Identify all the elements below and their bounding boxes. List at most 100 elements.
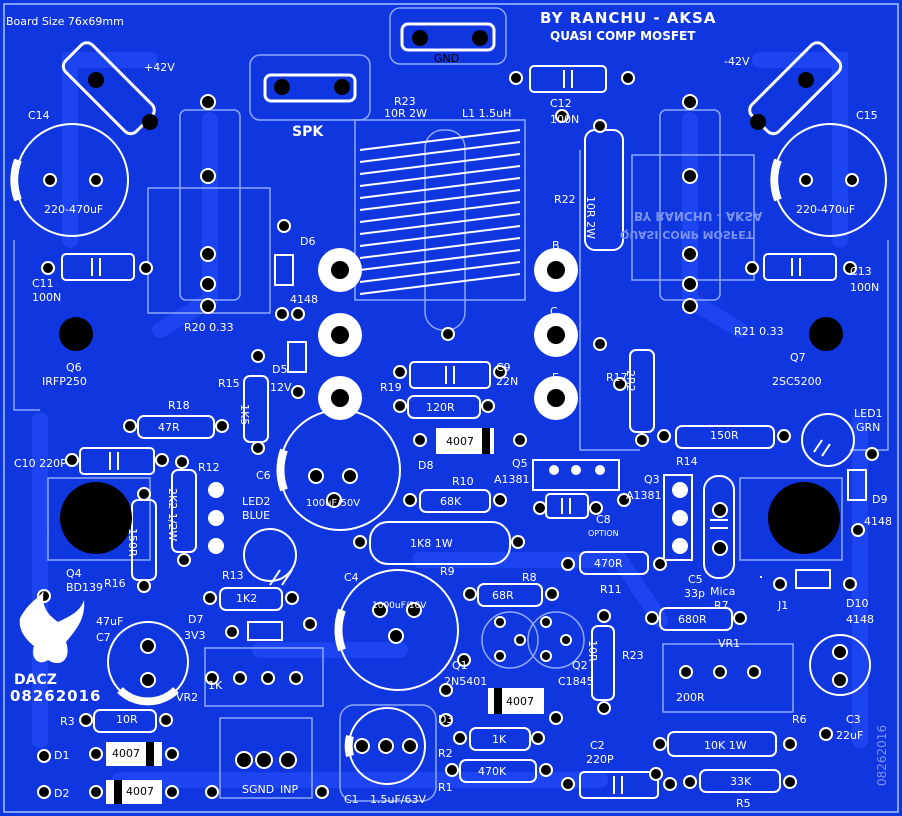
d8-label: D8	[418, 459, 434, 472]
r14-label: R14	[676, 455, 698, 468]
c7-value: 47uF	[96, 615, 124, 628]
mounting-holes	[59, 317, 843, 554]
c6-value: 100uF/50V	[306, 498, 361, 509]
pin-e-label: E	[552, 371, 559, 384]
silk-symbols	[91, 70, 831, 794]
d10-value: 4148	[846, 613, 874, 626]
c5-mica: Mica	[710, 585, 736, 598]
vr1-label: VR1	[718, 637, 741, 650]
r2-label: R2	[438, 747, 453, 760]
r5-label: R5	[736, 797, 751, 810]
r21-label: R21 0.33	[734, 325, 784, 338]
minus42-label: -42V	[724, 55, 750, 68]
c11-value: 100N	[32, 291, 62, 304]
r7-value: 680R	[678, 613, 707, 626]
d7-label: D7	[188, 613, 204, 626]
silk-outlines	[13, 7, 889, 802]
c12-value: 100N	[550, 113, 580, 126]
diodes	[106, 254, 867, 804]
c10-label: C10 220P	[14, 457, 67, 470]
q1-value: 2N5401	[444, 675, 488, 688]
c1-label: C1	[344, 793, 359, 806]
r23-value: 10R 2W	[384, 107, 428, 120]
d2-label: D2	[54, 787, 70, 800]
d6-value: 4148	[290, 293, 318, 306]
resistors	[93, 129, 781, 793]
c2-value: 220P	[586, 753, 614, 766]
c9-label: C9	[496, 361, 511, 374]
c8-label: C8	[596, 513, 611, 526]
mirrored-title: BY RANCHU - AKSA	[634, 209, 763, 223]
terminal-pads	[43, 30, 859, 187]
edge-date-code: 08262016	[875, 724, 889, 786]
r6-label: R6	[792, 713, 807, 726]
q6-value: IRFP250	[42, 375, 87, 388]
r17-value: 2R2	[624, 370, 637, 392]
c3-value: 22uF	[836, 729, 864, 742]
r9-label: R9	[440, 565, 455, 578]
q1-label: Q1	[452, 659, 468, 672]
r8-label: R8	[522, 571, 537, 584]
r9-value: 1K8 1W	[410, 537, 453, 550]
r13-label: R13	[222, 569, 244, 582]
logo-name: DACZ	[14, 672, 57, 688]
sgnd-label: SGND	[242, 783, 275, 796]
r10-value: 68K	[440, 495, 462, 508]
r14-value: 150R	[710, 429, 739, 442]
gnd-label: GND	[434, 52, 460, 65]
c6-label: C6	[256, 469, 271, 482]
board-subtitle: QUASI COMP MOSFET	[550, 29, 696, 43]
d3-value: 4007	[506, 695, 534, 708]
led2-label: LED2	[242, 495, 271, 508]
vr1-value: 200R	[676, 691, 705, 704]
c7-label: C7	[96, 631, 111, 644]
r12-label: R12	[198, 461, 220, 474]
inductor-coil	[359, 129, 521, 295]
film-capacitors	[61, 65, 837, 799]
c4-value: 1000uF/16V	[372, 601, 427, 611]
c5-value: 33p	[684, 587, 705, 600]
d1-value: 4007	[112, 747, 140, 760]
spk-label: SPK	[292, 124, 324, 140]
inp-label: INP	[280, 783, 299, 796]
vr2-label: VR2	[176, 691, 199, 704]
r22-value: 10R 2W	[584, 196, 597, 240]
r7-label: R7	[714, 599, 729, 612]
bull-logo	[19, 590, 85, 664]
c9-value: 22N	[496, 375, 519, 388]
d2-value: 4007	[126, 785, 154, 798]
r23-label: R23	[394, 95, 416, 108]
r1-label: R1	[438, 781, 453, 794]
r18-label: R18	[168, 399, 190, 412]
c13-value: 100N	[850, 281, 880, 294]
r13-value: 1K2	[236, 592, 258, 605]
c1-value: 1.5uF/63V	[370, 793, 427, 806]
q4-value: BD139	[66, 581, 104, 594]
led1-label: LED1	[854, 407, 883, 420]
r12-value: 2K2 1/2W	[166, 488, 179, 542]
r11-label: R11	[600, 583, 622, 596]
q6-label: Q6	[66, 361, 82, 374]
d9-value: 4148	[864, 515, 892, 528]
r8-value: 68R	[492, 589, 514, 602]
c2-label: C2	[590, 739, 605, 752]
c4-c6-bands	[760, 576, 762, 578]
c3-label: C3	[846, 713, 861, 726]
vr2-value: 1K	[208, 679, 223, 692]
d1-label: D1	[54, 749, 70, 762]
j1-label: J1	[778, 599, 789, 612]
r15-label: R15	[218, 377, 240, 390]
r15-value: 1K5	[238, 404, 251, 426]
led2-value: BLUE	[242, 509, 271, 522]
q2-label: Q2	[572, 659, 588, 672]
c14-label: C14	[28, 109, 50, 122]
r6-value: 10K 1W	[704, 739, 747, 752]
pin-b-label: B	[552, 239, 560, 252]
capacitors-electrolytic	[10, 123, 887, 785]
q3-label: Q3	[644, 473, 660, 486]
r5-value: 33K	[730, 775, 752, 788]
c14-value: 220-470uF	[44, 203, 104, 216]
r1-value: 470K	[478, 765, 507, 778]
r11-value: 470R	[594, 557, 623, 570]
